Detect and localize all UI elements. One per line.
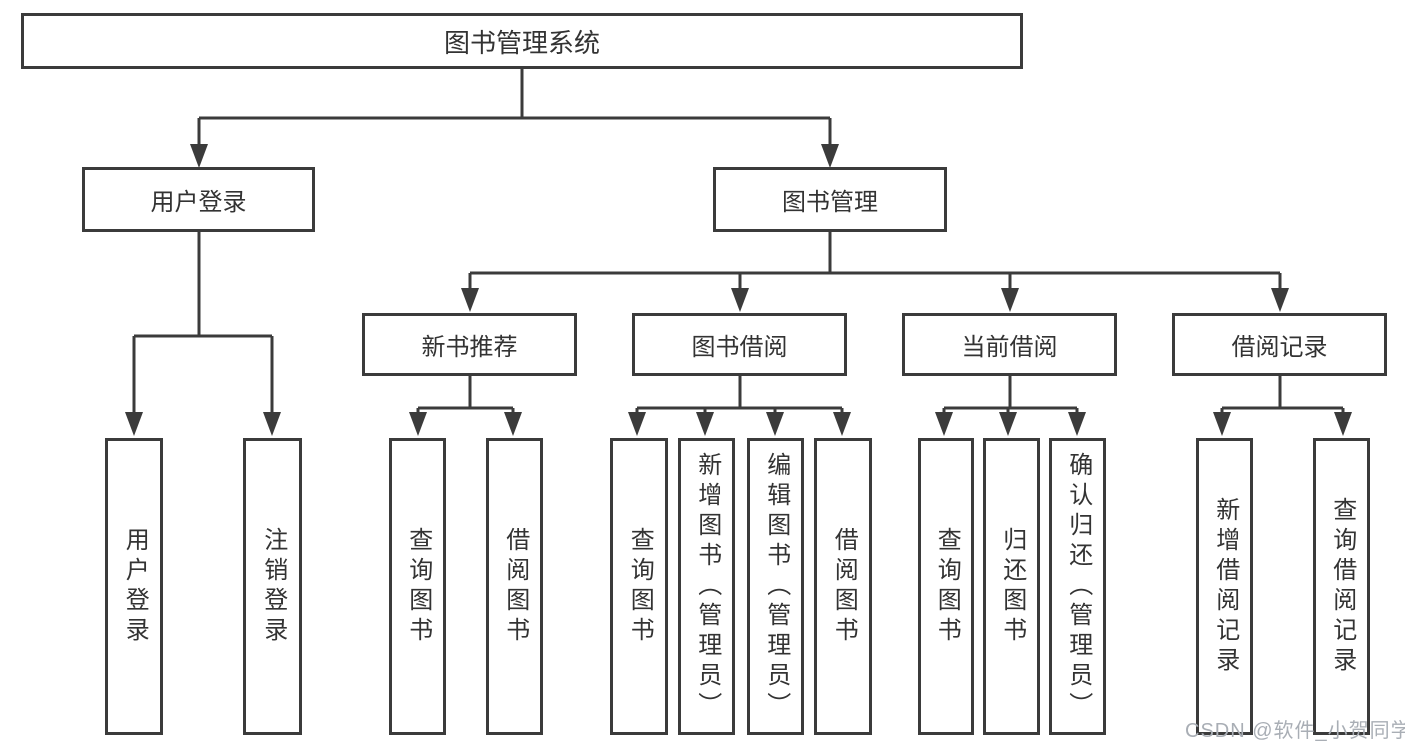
leaf-add-books-admin: 新增图书（管理员） [678,438,735,735]
leaf-query-books-1: 查询图书 [389,438,446,735]
leaf-query-books-2-label: 查询图书 [626,526,654,647]
leaf-query-borrow-record: 查询借阅记录 [1313,438,1370,735]
node-book-management: 图书管理 [713,167,947,232]
leaf-confirm-return-admin: 确认归还（管理员） [1049,438,1106,735]
leaf-return-books: 归还图书 [983,438,1040,735]
node-root-label: 图书管理系统 [443,27,600,58]
leaf-return-books-label: 归还图书 [998,526,1026,647]
leaf-borrow-books-2-label: 借阅图书 [830,526,858,647]
node-user-login-label: 用户登录 [150,189,247,216]
leaf-add-borrow-record-label: 新增借阅记录 [1211,496,1239,677]
leaf-query-books-3-label: 查询图书 [933,526,961,647]
node-new-book-recommend: 新书推荐 [362,313,577,376]
node-borrowing-records-label: 借阅记录 [1231,334,1328,361]
leaf-logout-label: 注销登录 [259,526,287,647]
node-book-borrowing: 图书借阅 [632,313,847,376]
node-book-management-label: 图书管理 [782,189,878,216]
leaf-user-login: 用户登录 [105,438,163,735]
leaf-query-books-3: 查询图书 [918,438,974,735]
leaf-borrow-books-2: 借阅图书 [814,438,872,735]
leaf-borrow-books-1-label: 借阅图书 [501,526,529,647]
node-current-borrowing-label: 当前借阅 [961,334,1058,361]
node-new-book-recommend-label: 新书推荐 [421,334,518,361]
leaf-query-books-1-label: 查询图书 [404,526,432,647]
leaf-borrow-books-1: 借阅图书 [486,438,543,735]
leaf-user-login-label: 用户登录 [121,526,149,647]
leaf-query-books-2: 查询图书 [610,438,668,735]
leaf-confirm-return-admin-label: 确认归还（管理员） [1064,451,1092,722]
node-borrowing-records: 借阅记录 [1172,313,1387,376]
leaf-edit-books-admin: 编辑图书（管理员） [747,438,804,735]
csdn-watermark: CSDN @软件_小贺同学 [1185,720,1405,742]
node-user-login: 用户登录 [82,167,315,232]
leaf-add-borrow-record: 新增借阅记录 [1196,438,1253,735]
node-root-system: 图书管理系统 [21,13,1023,69]
leaf-logout: 注销登录 [243,438,302,735]
leaf-query-borrow-record-label: 查询借阅记录 [1328,496,1356,677]
node-book-borrowing-label: 图书借阅 [691,334,788,361]
node-current-borrowing: 当前借阅 [902,313,1117,376]
leaf-add-books-admin-label: 新增图书（管理员） [693,451,721,722]
leaf-edit-books-admin-label: 编辑图书（管理员） [762,451,790,722]
